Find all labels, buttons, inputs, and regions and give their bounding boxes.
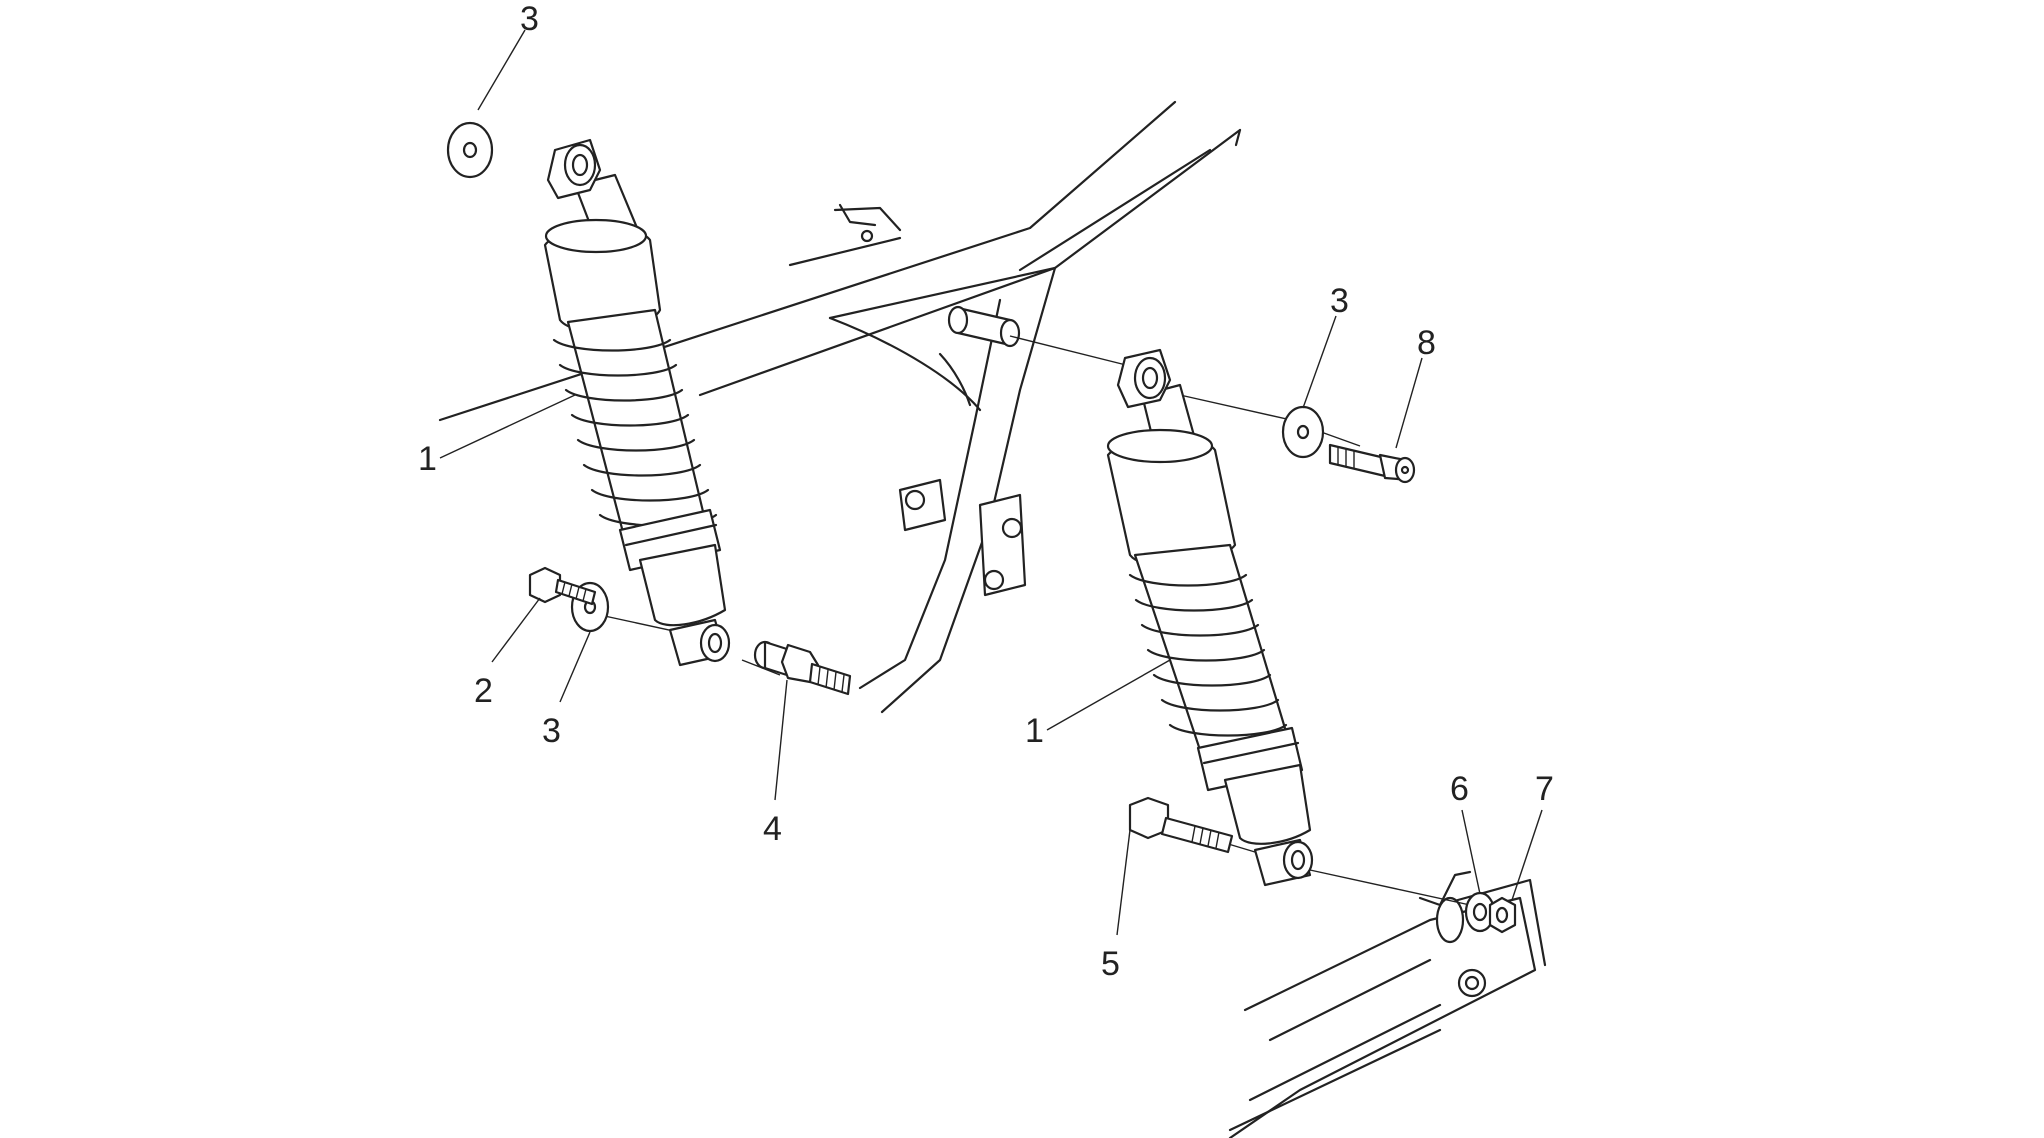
bolt-5 (1128, 796, 1234, 854)
shock-absorber-left (543, 138, 731, 667)
callout-4: 4 (763, 810, 782, 848)
stud-4 (753, 640, 852, 696)
callout-5: 5 (1101, 945, 1120, 983)
bolt-8 (1328, 443, 1416, 484)
frame (438, 100, 1242, 714)
callout-2: 2 (474, 672, 493, 710)
nut-7 (1488, 896, 1517, 934)
callout-1-right: 1 (1025, 712, 1044, 750)
frame-stud (947, 305, 1021, 348)
shock-absorber-right (1106, 348, 1314, 887)
callout-6: 6 (1450, 770, 1469, 808)
callout-1-left: 1 (418, 440, 437, 478)
callout-3-right: 3 (1330, 282, 1349, 320)
callout-3-top: 3 (520, 0, 539, 38)
washer-3-top (446, 121, 494, 179)
swing-arm (1228, 870, 1547, 1138)
washer-3-right (1281, 405, 1325, 459)
callouts: 3 1 2 3 4 3 8 1 5 6 7 (418, 0, 1554, 983)
washer-6 (1464, 891, 1496, 933)
callout-3-left: 3 (542, 712, 561, 750)
leader-lines (439, 29, 1543, 936)
callout-7: 7 (1535, 770, 1554, 808)
bolt-2 (528, 566, 597, 606)
callout-8: 8 (1417, 324, 1436, 362)
assembly-axes (599, 335, 1471, 906)
